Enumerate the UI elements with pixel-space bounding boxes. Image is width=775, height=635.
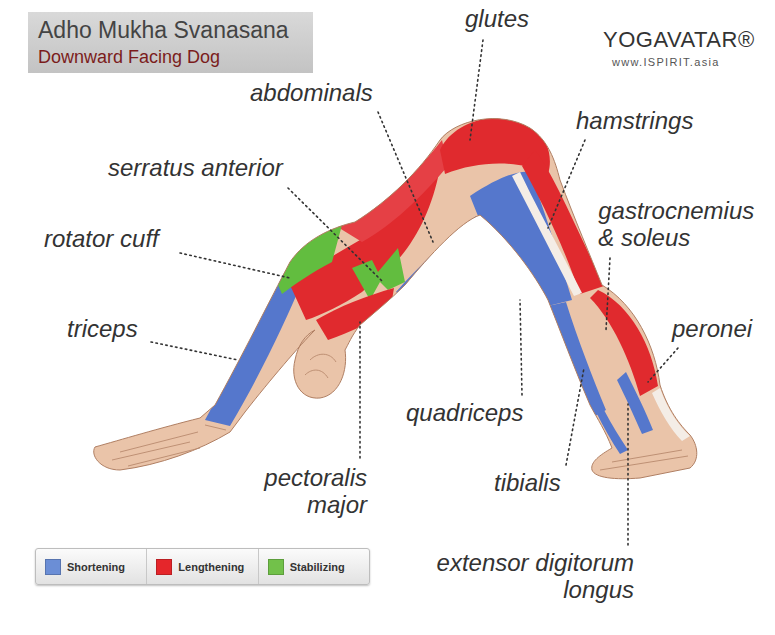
leader-line <box>566 368 584 465</box>
body-outline <box>94 119 697 479</box>
diagram-title: Adho Mukha Svanasana <box>38 18 289 44</box>
muscle-label: abdominals <box>250 80 373 107</box>
muscle-label: quadriceps <box>406 400 523 427</box>
leader-line <box>151 342 238 360</box>
leader-line <box>288 188 383 282</box>
leader-line <box>359 322 361 458</box>
logo-text: YOGAVATAR® <box>603 28 755 53</box>
it-band <box>512 172 582 296</box>
legend-entry: Shortening <box>36 549 147 584</box>
muscle-label: extensor digitorum longus <box>418 550 634 604</box>
muscle-label: serratus anterior <box>108 155 283 182</box>
abdominal-muscle <box>396 216 488 302</box>
leader-line <box>648 348 678 382</box>
legend-box: Shortening Lengthening Stabilizing <box>35 548 370 585</box>
muscle-label: hamstrings <box>576 108 693 135</box>
leader-line <box>180 253 290 278</box>
leader-line <box>548 140 585 228</box>
body-silhouette <box>94 119 697 479</box>
anatomy-detail-lines <box>112 354 688 470</box>
muscle-label: glutes <box>465 6 529 33</box>
legend-entry: Lengthening <box>147 549 258 584</box>
subtitle: Downward Facing Dog <box>38 47 220 67</box>
legend-swatch <box>156 559 172 575</box>
extensor-muscle <box>597 410 628 454</box>
legend-text: Stabilizing <box>290 561 345 573</box>
website-url: www.ISPIRIT.asia <box>612 56 720 68</box>
leader-line <box>627 404 629 545</box>
back-muscle <box>336 140 448 242</box>
muscle-label: gastrocnemius & soleus <box>598 198 771 252</box>
leader-line <box>378 112 433 242</box>
achilles-tendon <box>652 388 690 441</box>
legend-swatch <box>268 559 284 575</box>
legend-entry: Stabilizing <box>259 549 369 584</box>
tibialis-muscle <box>548 302 606 416</box>
body-figure <box>94 118 697 479</box>
leader-line <box>606 258 610 330</box>
legend-swatch <box>45 559 61 575</box>
legend-text: Shortening <box>67 561 125 573</box>
muscle-label: tibialis <box>494 470 561 497</box>
triceps-muscle <box>205 270 302 426</box>
title-panel <box>28 12 313 73</box>
muscle-label: triceps <box>67 316 138 343</box>
muscle-label: pectoralis major <box>247 465 367 519</box>
muscle-label: peronei <box>672 316 752 343</box>
leader-line <box>470 40 483 140</box>
muscle-label: rotator cuff <box>44 226 159 253</box>
legend-text: Lengthening <box>178 561 244 573</box>
leader-line <box>520 300 522 395</box>
